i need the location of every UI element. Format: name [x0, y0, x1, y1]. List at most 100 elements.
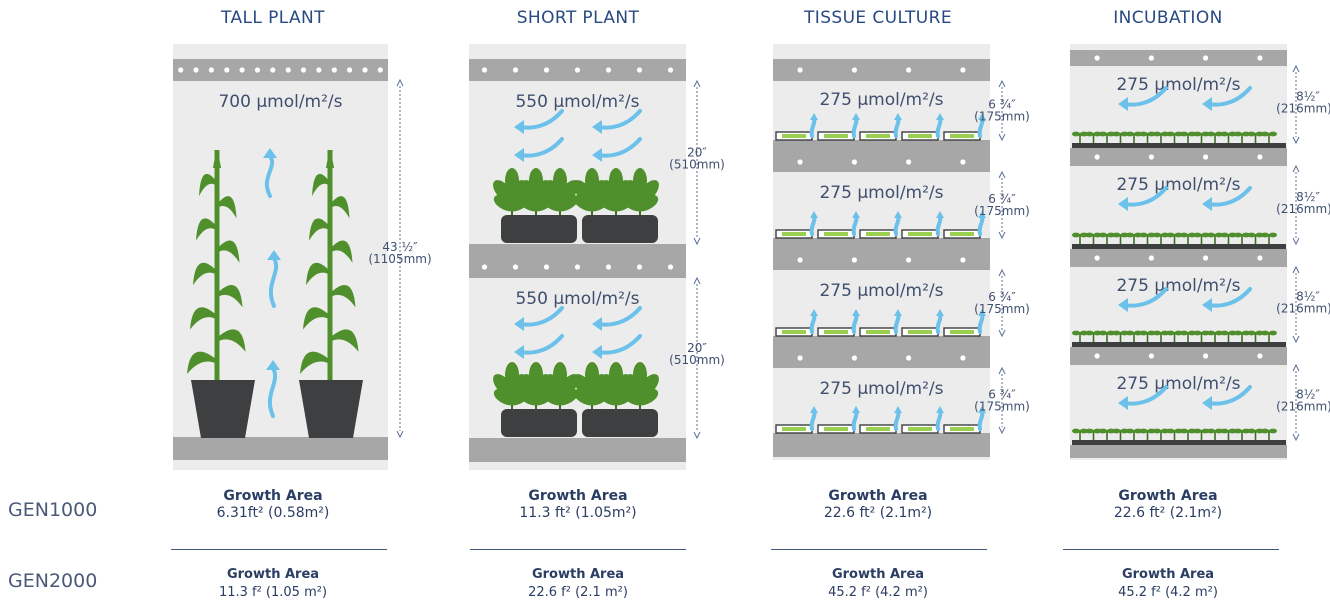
culture-shelf: [773, 140, 990, 172]
led-dot: [667, 67, 674, 73]
growth-area-value: 11.3 ft² (1.05m²): [519, 505, 637, 521]
led-dot: [1257, 353, 1263, 359]
corn-leaf: [217, 329, 246, 352]
divider: [771, 549, 987, 550]
corn-leaf: [330, 240, 353, 263]
led-dot: [851, 159, 858, 165]
row-label-gen2000: GEN2000: [8, 570, 98, 592]
airflow-arrowhead: [894, 406, 902, 413]
culture-medium: [950, 330, 974, 334]
shelf-height-inches: 20″: [687, 341, 707, 355]
dimension-arrow-top: [998, 170, 1006, 179]
airflow-arrowhead: [978, 113, 986, 120]
seedling-leaf: [1085, 330, 1094, 336]
shelf-height-inches: 6 ¾″: [988, 98, 1016, 112]
seedling-leaf: [1139, 131, 1148, 137]
seedling-leaf: [1255, 330, 1264, 336]
culture-medium: [950, 232, 974, 236]
plant-tray: [582, 215, 658, 243]
growth-area-label: Growth Area: [828, 488, 928, 504]
led-dot: [960, 159, 966, 165]
seedling-leaf: [1207, 428, 1215, 434]
led-dot: [906, 159, 912, 165]
shelf-height-mm: (175mm): [974, 400, 1030, 414]
seedling-leaf: [1166, 330, 1175, 336]
light-intensity-label: 700 µmol/m²/s: [218, 92, 342, 112]
incubation-shelf: [1070, 445, 1287, 458]
led-dot: [254, 67, 261, 73]
plant-tray: [501, 409, 577, 437]
seedling-leaf: [1215, 330, 1223, 336]
airflow-arrow: [264, 154, 274, 198]
led-dot: [543, 67, 550, 73]
seedling-leaf: [1269, 428, 1277, 434]
seedling-leaf: [1134, 428, 1142, 434]
dimension-arrow-bottom: [998, 133, 1006, 142]
airflow-arrowhead: [810, 406, 818, 413]
culture-shelf: [773, 238, 990, 270]
seedling-leaf: [1134, 330, 1142, 336]
dimension-arrow-bottom: [1292, 237, 1300, 246]
seedling-leaf: [1147, 428, 1156, 434]
seedling-leaf: [1201, 330, 1210, 336]
seedling-leaf: [1228, 428, 1237, 434]
seedling-leaf: [1099, 232, 1107, 238]
seedling-leaf: [1215, 232, 1223, 238]
seedling-leaf: [1147, 131, 1156, 137]
seedling-leaf: [1174, 330, 1183, 336]
corn-leaf: [300, 351, 330, 374]
light-intensity-label: 275 µmol/m²/s: [819, 379, 943, 399]
culture-medium: [950, 427, 974, 431]
led-dot: [1257, 55, 1263, 61]
led-dot: [285, 67, 291, 73]
plant-leaf: [633, 168, 647, 194]
airflow-arrowhead: [936, 113, 944, 120]
growth-area-value: 6.31ft² (0.58m²): [216, 505, 330, 521]
led-dot: [851, 67, 858, 73]
airflow-arrowhead: [1202, 396, 1212, 410]
seedling-leaf: [1107, 131, 1115, 137]
light-intensity-label: 550 µmol/m²/s: [515, 92, 639, 112]
growth-area-gen1000-tissue: Growth Area 22.6 ft² (2.1m²): [783, 488, 973, 521]
light-intensity-label: 275 µmol/m²/s: [819, 281, 943, 301]
seedling-leaf: [1147, 232, 1156, 238]
light-intensity-label: 275 µmol/m²/s: [1116, 175, 1240, 195]
seedling-leaf: [1228, 131, 1237, 137]
shelf-height-mm: (216mm): [1276, 302, 1330, 316]
seedling-leaf: [1072, 131, 1080, 137]
seedling-leaf: [1201, 428, 1210, 434]
seedling-leaf: [1099, 131, 1107, 137]
incubation-tray: [1072, 143, 1286, 148]
plant-leaf: [553, 388, 579, 406]
shelf-height-inches: 6 ¾″: [988, 388, 1016, 402]
seedling-leaf: [1120, 232, 1129, 238]
seedling-leaf: [1188, 232, 1196, 238]
led-dot: [543, 264, 550, 270]
shelf-height-mm: (1105mm): [368, 252, 431, 266]
seedling-leaf: [1174, 131, 1183, 137]
led-dot: [906, 257, 912, 263]
light-panel: [173, 59, 388, 81]
led-dot: [239, 67, 245, 73]
led-dot: [906, 67, 912, 73]
seedling-leaf: [1261, 330, 1269, 336]
column-title-incubation: INCUBATION: [1113, 8, 1223, 28]
airflow-arrowhead: [936, 211, 944, 218]
dimension-arrow-bottom: [1292, 433, 1300, 442]
led-dot: [636, 67, 643, 73]
seedling-leaf: [1126, 131, 1134, 137]
seedling-leaf: [1220, 330, 1229, 336]
growth-area-gen1000-short: Growth Area 11.3 ft² (1.05m²): [483, 488, 673, 521]
seedling-leaf: [1072, 428, 1080, 434]
dimension-arrow-top: [693, 276, 701, 285]
seedling-leaf: [1161, 131, 1169, 137]
seedling-leaf: [1080, 330, 1088, 336]
shelf-height-mm: (175mm): [974, 110, 1030, 124]
led-dot: [512, 264, 519, 270]
airflow-arrowhead: [592, 317, 602, 331]
led-dot: [667, 264, 674, 270]
shelf-height-mm: (510mm): [669, 353, 725, 367]
row-label-gen1000: GEN1000: [8, 499, 98, 521]
plant-leaf: [585, 362, 599, 388]
seedling-leaf: [1247, 232, 1256, 238]
